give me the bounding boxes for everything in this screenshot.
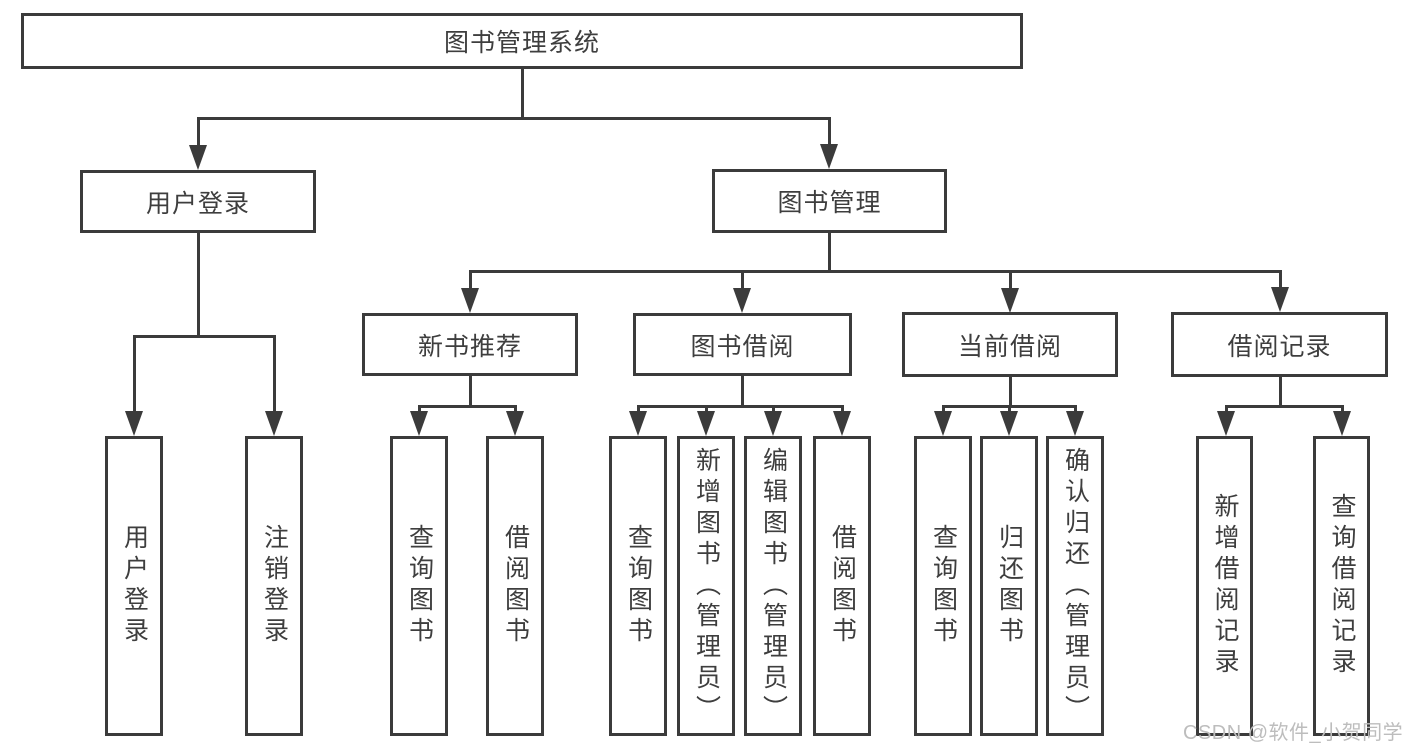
connector [133, 335, 136, 415]
leaf-br-query-record-label: 查询借阅记录 [1328, 493, 1356, 679]
arrow-down [820, 144, 838, 169]
node-user-login-label: 用户登录 [145, 189, 250, 218]
leaf-bb-query-books-label: 查询图书 [624, 524, 653, 648]
connector [273, 335, 276, 415]
arrow-down [697, 411, 715, 436]
leaf-user-login: 用户登录 [105, 436, 163, 736]
connector [741, 375, 744, 407]
connector [514, 405, 517, 415]
leaf-nb-borrow-books-label: 借阅图书 [501, 524, 530, 648]
arrow-down [1217, 411, 1235, 436]
arrow-down [1001, 288, 1019, 313]
node-library-system: 图书管理系统 [21, 13, 1023, 69]
connector [942, 405, 945, 415]
leaf-cb-confirm-return-admin-label: 确认归还（管理员） [1061, 446, 1090, 726]
leaf-nb-borrow-books: 借阅图书 [486, 436, 544, 736]
leaf-bb-edit-books-admin: 编辑图书（管理员） [744, 436, 802, 736]
connector [1279, 376, 1282, 407]
node-book-borrow: 图书借阅 [633, 313, 852, 376]
connector [705, 405, 708, 415]
node-current-borrow-label: 当前借阅 [957, 332, 1062, 361]
arrow-down [461, 288, 479, 313]
leaf-bb-query-books: 查询图书 [609, 436, 667, 736]
leaf-br-add-record-label: 新增借阅记录 [1211, 493, 1239, 679]
node-new-book-recommend: 新书推荐 [362, 313, 578, 376]
connector [637, 405, 844, 408]
arrow-down [934, 411, 952, 436]
connector [1009, 270, 1012, 292]
arrow-down [629, 411, 647, 436]
connector [418, 405, 517, 408]
arrow-down [1333, 411, 1351, 436]
leaf-bb-edit-books-admin-label: 编辑图书（管理员） [759, 446, 788, 726]
connector [1341, 405, 1344, 415]
node-borrow-records-label: 借阅记录 [1227, 332, 1332, 361]
leaf-bb-add-books-admin-label: 新增图书（管理员） [692, 446, 721, 726]
leaf-bb-borrow-books-label: 借阅图书 [828, 524, 857, 648]
arrow-down [764, 411, 782, 436]
arrow-down [1271, 287, 1289, 312]
connector [418, 405, 421, 415]
leaf-nb-query-books-label: 查询图书 [405, 524, 434, 648]
node-borrow-records: 借阅记录 [1171, 312, 1388, 377]
leaf-cb-query-books-label: 查询图书 [929, 524, 958, 648]
connector [133, 335, 276, 338]
connector [1279, 270, 1282, 291]
node-user-login: 用户登录 [80, 170, 316, 233]
connector [1009, 375, 1012, 407]
leaf-cb-confirm-return-admin: 确认归还（管理员） [1046, 436, 1104, 736]
leaf-bb-borrow-books: 借阅图书 [813, 436, 871, 736]
arrow-down [833, 411, 851, 436]
arrow-down [265, 411, 283, 436]
connector [637, 405, 640, 415]
leaf-bb-add-books-admin: 新增图书（管理员） [677, 436, 735, 736]
arrow-down [1000, 411, 1018, 436]
arrow-down [189, 145, 207, 170]
connector [1225, 405, 1344, 408]
leaf-logout-label: 注销登录 [260, 524, 289, 648]
watermark: CSDN @软件_小贺同学 [1183, 722, 1404, 744]
connector [197, 117, 200, 150]
node-book-borrow-label: 图书借阅 [690, 332, 795, 361]
connector [841, 405, 844, 415]
leaf-br-query-record: 查询借阅记录 [1313, 436, 1370, 736]
leaf-cb-return-books-label: 归还图书 [995, 524, 1024, 648]
arrow-down [125, 411, 143, 436]
arrow-down [1066, 411, 1084, 436]
node-current-borrow: 当前借阅 [902, 312, 1118, 377]
leaf-cb-return-books: 归还图书 [980, 436, 1038, 736]
leaf-nb-query-books: 查询图书 [390, 436, 448, 736]
connector [1074, 405, 1077, 415]
leaf-logout: 注销登录 [245, 436, 303, 736]
connector [1225, 405, 1228, 415]
arrow-down [410, 411, 428, 436]
connector [741, 270, 744, 292]
node-new-book-recommend-label: 新书推荐 [417, 332, 522, 361]
node-book-management: 图书管理 [712, 169, 947, 233]
connector [197, 117, 831, 120]
node-book-management-label: 图书管理 [777, 189, 882, 217]
connector [1008, 405, 1011, 415]
leaf-cb-query-books: 查询图书 [914, 436, 972, 736]
connector [521, 68, 524, 120]
node-library-system-label: 图书管理系统 [443, 29, 600, 57]
arrow-down [733, 288, 751, 313]
connector [828, 232, 831, 272]
connector [828, 117, 831, 149]
arrow-down [506, 411, 524, 436]
connector [469, 375, 472, 407]
leaf-user-login-label: 用户登录 [120, 524, 149, 648]
connector [197, 233, 200, 337]
leaf-br-add-record: 新增借阅记录 [1196, 436, 1253, 736]
connector [469, 270, 1282, 273]
connector [469, 270, 472, 292]
connector [772, 405, 775, 415]
